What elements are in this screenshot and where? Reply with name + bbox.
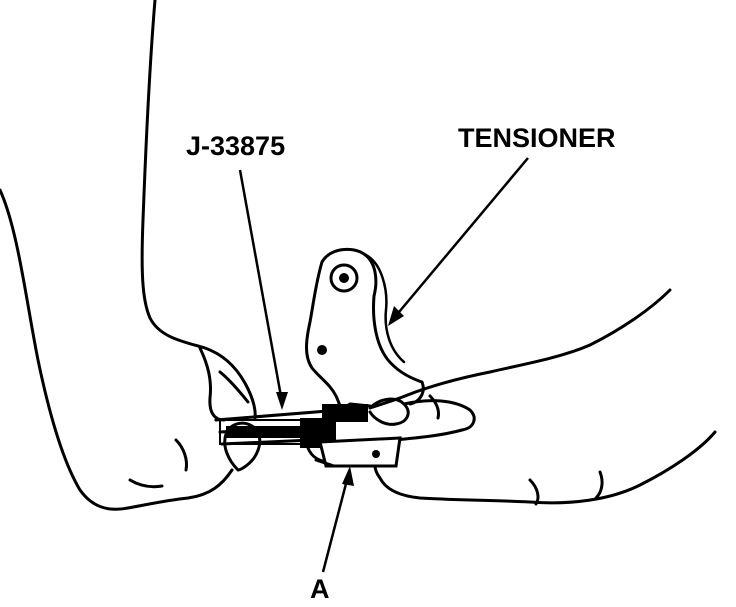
leader-a bbox=[321, 466, 354, 573]
left-hand-lower bbox=[0, 188, 262, 511]
leader-tool bbox=[238, 169, 288, 410]
tensioner-bracket bbox=[305, 247, 425, 416]
left-hand-upper bbox=[140, 0, 257, 422]
right-hand bbox=[368, 288, 672, 442]
point-a-part bbox=[314, 436, 402, 468]
label-tool: J-33875 bbox=[186, 131, 285, 161]
label-tensioner: TENSIONER bbox=[458, 123, 616, 153]
right-hand-lower bbox=[373, 430, 717, 506]
leader-tensioner bbox=[388, 157, 529, 326]
label-point-a: A bbox=[310, 574, 330, 602]
